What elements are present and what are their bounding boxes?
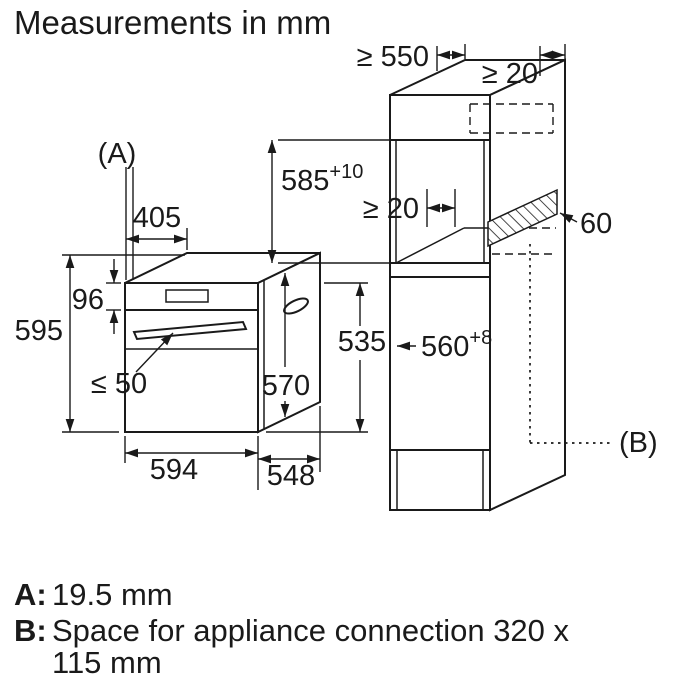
dim-595-label: 595 — [15, 315, 63, 347]
dim-548-label: 548 — [267, 460, 315, 492]
dim-560-label: 560+8 — [421, 327, 492, 363]
cabinet-front-face — [389, 94, 491, 511]
dim-535-label: 535 — [338, 326, 386, 358]
dim-max50-label: ≤ 50 — [91, 368, 147, 400]
dim-max50-leader — [135, 332, 174, 373]
dim-570-label: 570 — [262, 370, 310, 402]
dim-405-label: 405 — [133, 202, 181, 234]
dim-20-top-label: ≥ 20 — [482, 58, 538, 90]
oven-right-face — [257, 251, 321, 434]
diagram-title: Measurements in mm — [14, 4, 331, 41]
oven-front-face — [124, 282, 259, 433]
legend-b-key: B: — [14, 613, 47, 648]
dim-20-inner-label: ≥ 20 — [363, 193, 419, 225]
legend: A:19.5 mm B:Space for appliance connecti… — [14, 577, 570, 680]
legend-b-line2: 115 mm — [52, 645, 162, 680]
dim-96-label: 96 — [72, 284, 104, 316]
dim-594-label: 594 — [150, 454, 198, 486]
legend-a-key: A: — [14, 577, 47, 612]
oven-display — [165, 289, 209, 303]
cabinet-niche-floor-slant — [395, 227, 465, 264]
dim-b-label: (B) — [619, 427, 658, 459]
legend-a-value: 19.5 mm — [52, 577, 173, 612]
cabinet-right-face — [489, 58, 566, 512]
dim-60-label: 60 — [580, 208, 612, 240]
dim-60-leader — [559, 212, 578, 223]
legend-a-row: A:19.5 mm — [14, 577, 173, 612]
legend-b-line1: Space for appliance connection 320 x — [52, 613, 570, 648]
dim-585-label: 585+10 — [281, 161, 363, 197]
connection-space-hatch — [487, 188, 558, 248]
oven-drawing: (A) 405 96 595 ≤ 50 570 535 — [15, 138, 387, 492]
dim-a-label: (A) — [98, 138, 137, 170]
dim-550-label: ≥ 550 — [357, 41, 429, 73]
cabinet-drawing: ≥ 550 ≥ 20 585+10 ≥ 20 60 560+8 (B) — [267, 41, 658, 512]
legend-b-row: B:Space for appliance connection 320 x — [14, 613, 570, 648]
